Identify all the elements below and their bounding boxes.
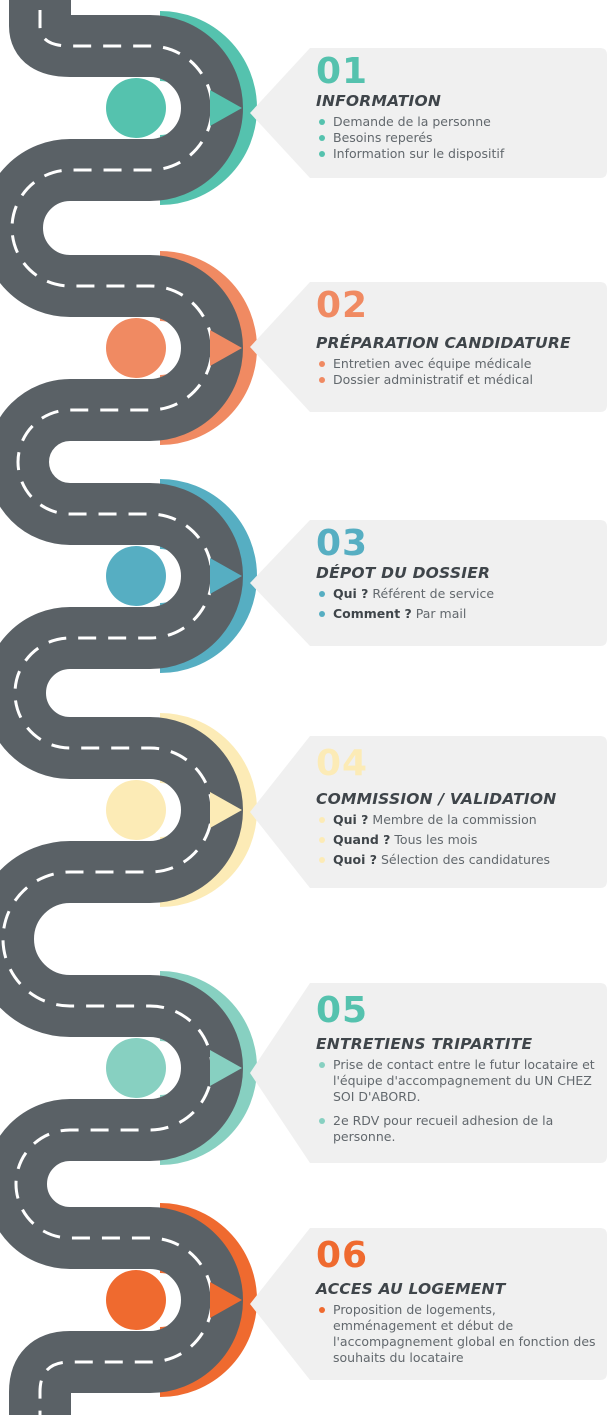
list-item: Information sur le dispositif (316, 146, 601, 162)
step-items: Proposition de logements, emménagement e… (316, 1302, 601, 1366)
step-marker-circle (106, 1038, 166, 1098)
step-card-background (250, 282, 607, 412)
step-card-background (250, 520, 607, 646)
bullet-icon (319, 857, 325, 863)
item-text: Dossier administratif et médical (333, 372, 534, 387)
step-card-06: 06 ACCES AU LOGEMENT Proposition de loge… (250, 1228, 607, 1380)
bullet-icon (319, 1307, 325, 1313)
list-item: Qui ? Référent de service (316, 586, 601, 602)
item-text: Référent de service (372, 586, 495, 601)
list-item: Demande de la personne (316, 114, 601, 130)
list-item: Qui ? Membre de la commission (316, 812, 601, 828)
list-item: Proposition de logements, emménagement e… (316, 1302, 601, 1366)
list-item: Quoi ? Sélection des candidatures (316, 852, 601, 868)
list-item: Dossier administratif et médical (316, 372, 601, 388)
road-centerline (1, 0, 214, 1415)
list-item: 2e RDV pour recueil adhesion de la perso… (316, 1113, 601, 1145)
step-pointer-icon (210, 558, 242, 594)
bullet-icon (319, 377, 325, 383)
bullet-icon (319, 817, 325, 823)
step-title: ENTRETIENS TRIPARTITE (316, 1035, 533, 1053)
step-pointer-icon (210, 1282, 242, 1318)
step-pointer-icon (210, 1050, 242, 1086)
item-text: Prise de contact entre le futur locatair… (333, 1057, 595, 1104)
bullet-icon (319, 119, 325, 125)
road-surface (0, 0, 243, 1415)
item-text: Par mail (415, 606, 467, 621)
step-card-05: 05 ENTRETIENS TRIPARTITE Prise de contac… (250, 983, 607, 1163)
step-title: ACCES AU LOGEMENT (316, 1280, 506, 1298)
step-card-background (250, 736, 607, 888)
step-card-03: 03 DÉPOT DU DOSSIER Qui ? Référent de se… (250, 520, 607, 646)
step-title: COMMISSION / VALIDATION (316, 790, 557, 808)
bullet-icon (319, 135, 325, 141)
step-marker-circle (106, 1270, 166, 1330)
item-text: Demande de la personne (333, 114, 491, 129)
step-number: 04 (316, 743, 369, 784)
step-number: 06 (316, 1235, 369, 1276)
bullet-icon (319, 837, 325, 843)
item-label: Qui ? (333, 812, 369, 827)
step-card-04: 04 COMMISSION / VALIDATION Qui ? Membre … (250, 736, 607, 888)
item-label: Qui ? (333, 586, 369, 601)
step-number: 02 (316, 285, 369, 326)
step-items: Entretien avec équipe médicale Dossier a… (316, 356, 601, 388)
step-items: Qui ? Référent de service Comment ? Par … (316, 586, 601, 622)
step-number: 03 (316, 523, 369, 564)
item-text: 2e RDV pour recueil adhesion de la perso… (333, 1113, 554, 1144)
step-pointer-icon (210, 90, 242, 126)
step-items: Prise de contact entre le futur locatair… (316, 1057, 601, 1145)
item-text: Information sur le dispositif (333, 146, 505, 161)
step-card-background (250, 1228, 607, 1380)
list-item: Besoins reperés (316, 130, 601, 146)
step-card-01: 01 INFORMATION Demande de la personne Be… (250, 48, 607, 178)
bullet-icon (319, 1062, 325, 1068)
item-text: Entretien avec équipe médicale (333, 356, 532, 371)
list-item: Comment ? Par mail (316, 606, 601, 622)
step-number: 05 (316, 990, 369, 1031)
item-label: Quoi ? (333, 852, 378, 867)
bullet-icon (319, 611, 325, 617)
item-text: Sélection des candidatures (381, 852, 551, 867)
step-pointer-icon (210, 330, 242, 366)
list-item: Prise de contact entre le futur locatair… (316, 1057, 601, 1105)
item-text: Tous les mois (394, 832, 478, 847)
step-marker-circle (106, 546, 166, 606)
step-title: INFORMATION (316, 92, 442, 110)
step-title: PRÉPARATION CANDIDATURE (316, 334, 571, 352)
step-card-background (250, 48, 607, 178)
step-marker-circle (106, 78, 166, 138)
bullet-icon (319, 591, 325, 597)
step-number: 01 (316, 51, 369, 92)
bullet-icon (319, 1118, 325, 1124)
step-title: DÉPOT DU DOSSIER (316, 564, 491, 582)
list-item: Quand ? Tous les mois (316, 832, 601, 848)
item-text: Proposition de logements, emménagement e… (333, 1302, 596, 1365)
step-card-02: 02 PRÉPARATION CANDIDATURE Entretien ave… (250, 282, 607, 412)
step-pointer-icon (210, 792, 242, 828)
step-items: Demande de la personne Besoins reperés I… (316, 114, 601, 162)
bullet-icon (319, 151, 325, 157)
step-items: Qui ? Membre de la commission Quand ? To… (316, 812, 601, 868)
step-card-background (250, 983, 607, 1163)
bullet-icon (319, 361, 325, 367)
list-item: Entretien avec équipe médicale (316, 356, 601, 372)
item-text: Membre de la commission (372, 812, 537, 827)
step-marker-circle (106, 318, 166, 378)
item-label: Quand ? (333, 832, 391, 847)
item-label: Comment ? (333, 606, 412, 621)
item-text: Besoins reperés (333, 130, 433, 145)
step-marker-circle (106, 780, 166, 840)
